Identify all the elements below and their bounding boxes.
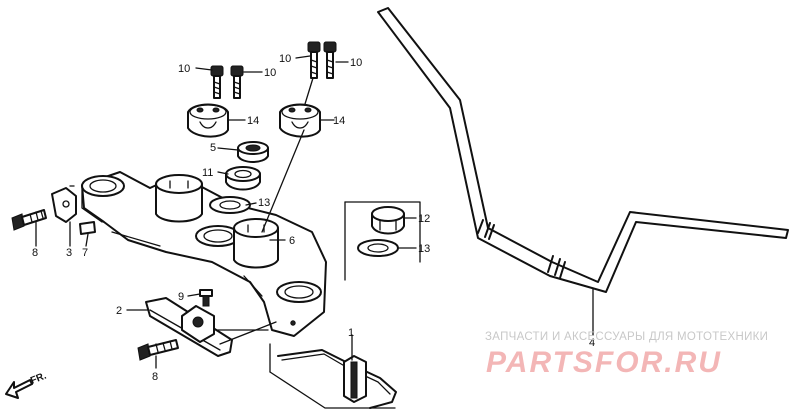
lower-bolt	[137, 339, 179, 361]
callout-10d: 10	[350, 57, 362, 69]
watermark: ЗАПЧАСТИ И АКСЕССУАРЫ ДЛЯ МОТОТЕХНИКИ PA…	[485, 331, 768, 379]
stem-cap	[237, 141, 269, 163]
handlebar	[377, 7, 789, 336]
callout-13b: 13	[418, 243, 430, 255]
nut-washer-group-box	[344, 201, 421, 281]
watermark-subtitle: ЗАПЧАСТИ И АКСЕССУАРЫ ДЛЯ МОТОТЕХНИКИ	[485, 331, 768, 343]
callout-13a: 13	[258, 197, 270, 209]
callout-labels: 10 10 10 10 14 14 5 11 13 6 12 13 8 3 7 …	[32, 53, 595, 383]
upper-holder-left	[187, 103, 229, 138]
callout-9: 9	[178, 291, 184, 303]
leader-lines	[35, 55, 417, 369]
throttle-cable-group	[269, 334, 397, 409]
group-washer	[357, 239, 399, 257]
holder-bolt-3	[307, 41, 321, 79]
callout-1: 1	[348, 327, 354, 339]
front-direction-arrow: FR.	[5, 370, 48, 399]
holder-bolt-2	[230, 65, 244, 99]
callout-11: 11	[202, 167, 213, 179]
switch-assembly	[145, 297, 277, 357]
callout-3: 3	[66, 247, 72, 259]
cable-guide	[51, 185, 77, 223]
callout-10c: 10	[279, 53, 291, 65]
callout-14a: 14	[247, 115, 259, 127]
callout-12: 12	[418, 213, 430, 225]
callout-14b: 14	[333, 115, 345, 127]
left-bolt	[11, 209, 47, 231]
callout-6: 6	[289, 235, 295, 247]
switch-screw	[199, 289, 213, 307]
stem-washer	[209, 196, 251, 214]
cap-nut	[371, 206, 405, 235]
holder-bolt-4	[323, 41, 337, 79]
callout-8b: 8	[152, 371, 158, 383]
callout-4: 4	[589, 337, 595, 349]
callout-8a: 8	[32, 247, 38, 259]
callout-5: 5	[210, 142, 216, 154]
stem-nut	[225, 166, 261, 191]
direction-label: FR.	[29, 370, 48, 386]
callout-2: 2	[116, 305, 122, 317]
watermark-logo: PARTSFOR.RU	[486, 346, 722, 379]
callout-7: 7	[82, 247, 88, 259]
callout-10b: 10	[264, 67, 276, 79]
top-bridge	[81, 171, 327, 337]
holder-bolt-1	[210, 65, 224, 99]
guide-collar	[79, 221, 96, 235]
upper-holder-right	[279, 103, 321, 138]
callout-10a: 10	[178, 63, 190, 75]
